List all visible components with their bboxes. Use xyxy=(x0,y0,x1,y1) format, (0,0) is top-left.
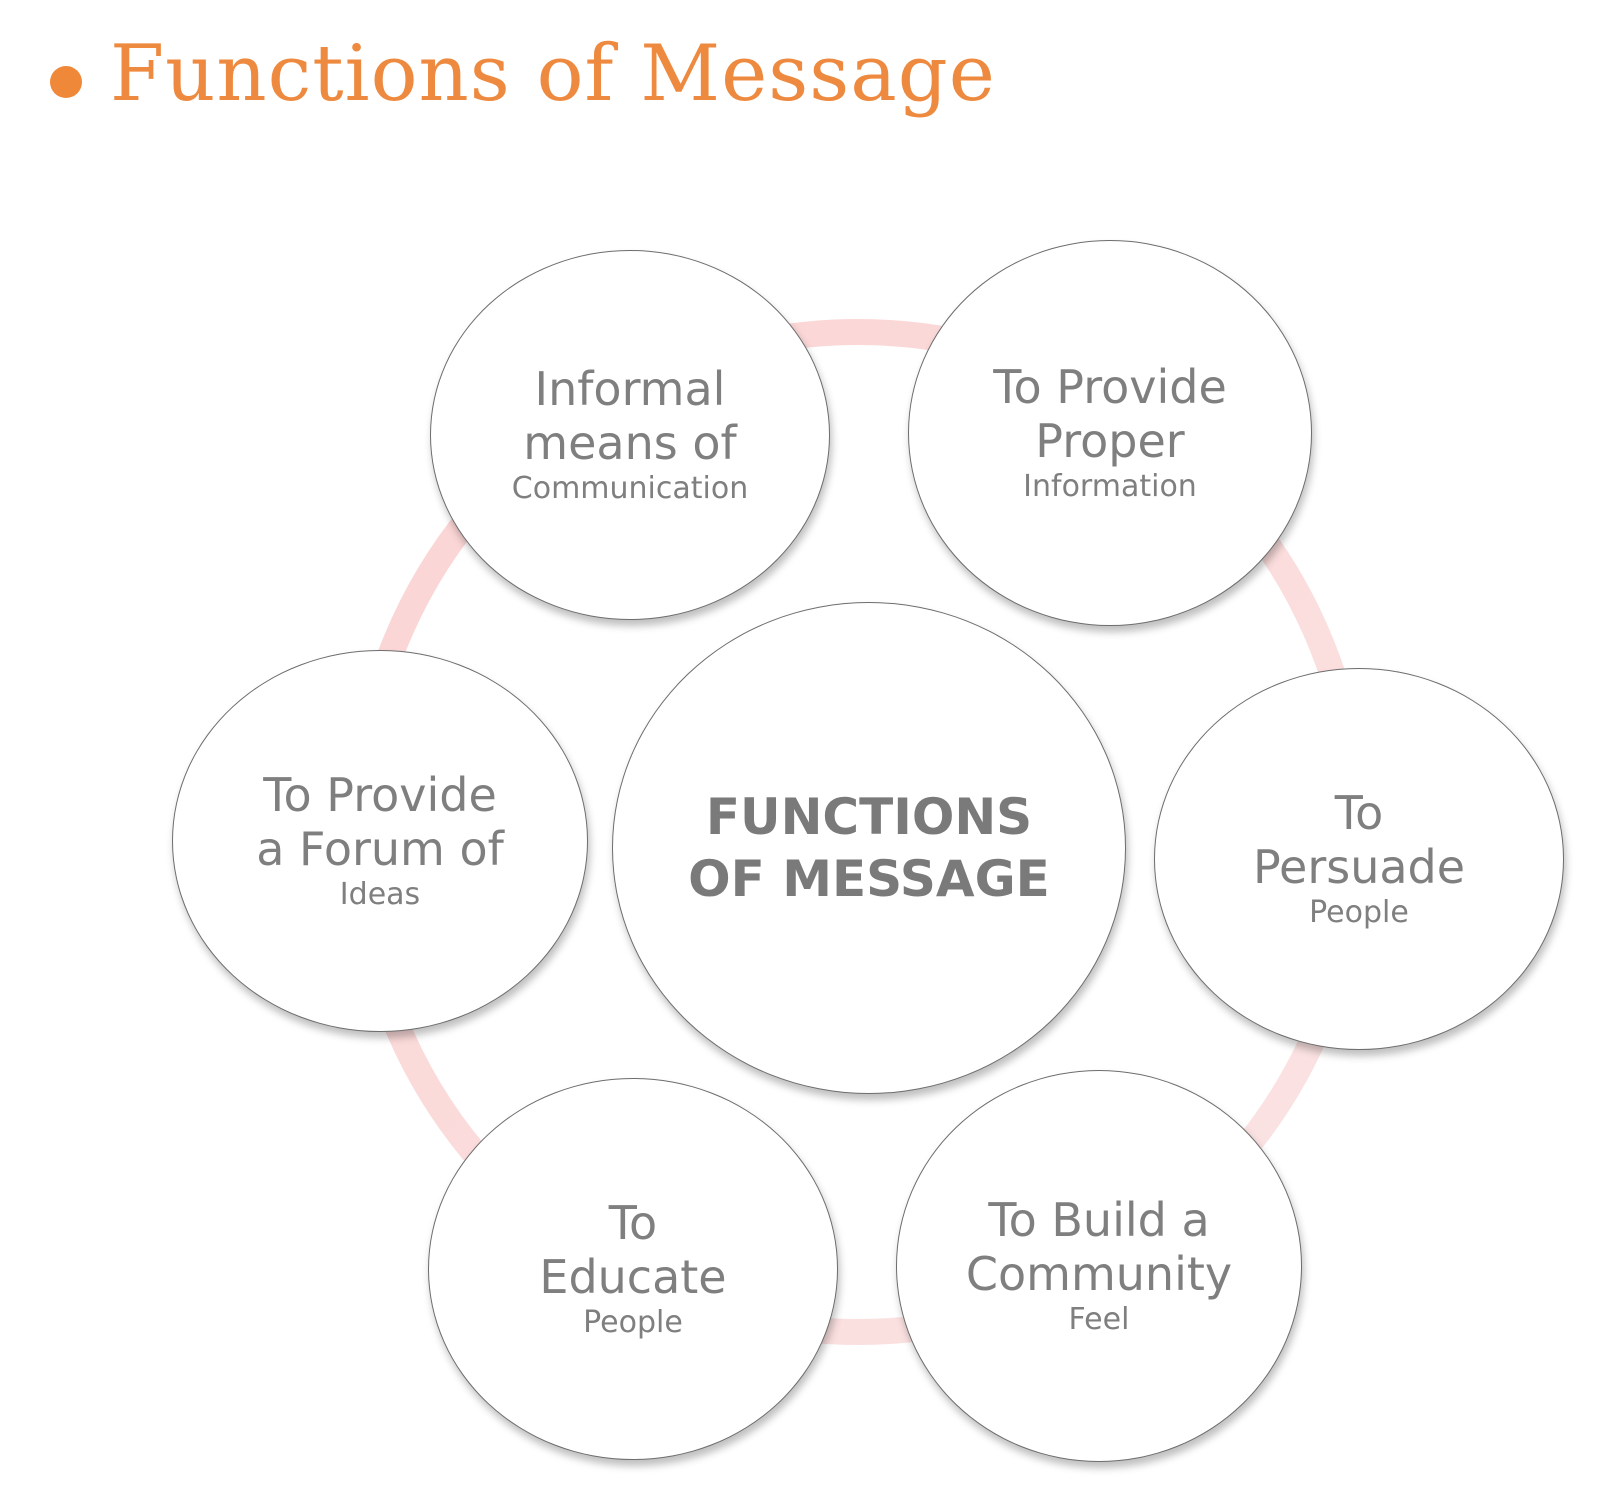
function-node-forum-of-ideas[interactable]: To Provide a Forum of Ideas xyxy=(172,650,588,1032)
node-label-line-2: Persuade xyxy=(1252,840,1466,894)
function-node-educate-people[interactable]: To Educate People xyxy=(428,1078,838,1460)
node-label-line-1: To Build a xyxy=(988,1193,1210,1247)
node-label-line-1: To Provide xyxy=(263,768,497,822)
node-label-line-3: People xyxy=(583,1305,683,1340)
node-label-line-2: Community xyxy=(965,1247,1233,1301)
node-label-line-3: People xyxy=(1309,895,1409,930)
function-node-community-feel[interactable]: To Build a Community Feel xyxy=(896,1070,1302,1462)
center-node[interactable]: FUNCTIONS OF MESSAGE xyxy=(612,602,1126,1094)
node-label-line-3: Communication xyxy=(511,471,749,506)
node-label-line-2: a Forum of xyxy=(256,822,504,876)
node-label-line-1: To Provide xyxy=(993,360,1227,414)
function-node-proper-information[interactable]: To Provide Proper Information xyxy=(908,240,1312,626)
slide-title: Functions of Message xyxy=(110,29,996,119)
node-label-line-2: Educate xyxy=(539,1250,727,1304)
function-node-persuade-people[interactable]: To Persuade People xyxy=(1154,668,1564,1050)
bullet-dot xyxy=(50,66,82,98)
center-label-line-1: FUNCTIONS xyxy=(705,788,1033,846)
node-label-line-1: To xyxy=(1334,786,1384,840)
node-label-line-3: Information xyxy=(1023,469,1197,504)
node-label-line-3: Feel xyxy=(1068,1302,1130,1337)
node-label-line-1: To xyxy=(608,1196,658,1250)
node-label-line-2: Proper xyxy=(1035,414,1185,468)
function-node-informal-communication[interactable]: Informal means of Communication xyxy=(430,250,830,620)
node-label-line-3: Ideas xyxy=(339,877,421,912)
node-label-line-1: Informal xyxy=(534,362,726,416)
center-label-line-2: OF MESSAGE xyxy=(688,850,1050,908)
node-label-line-2: means of xyxy=(523,416,737,470)
